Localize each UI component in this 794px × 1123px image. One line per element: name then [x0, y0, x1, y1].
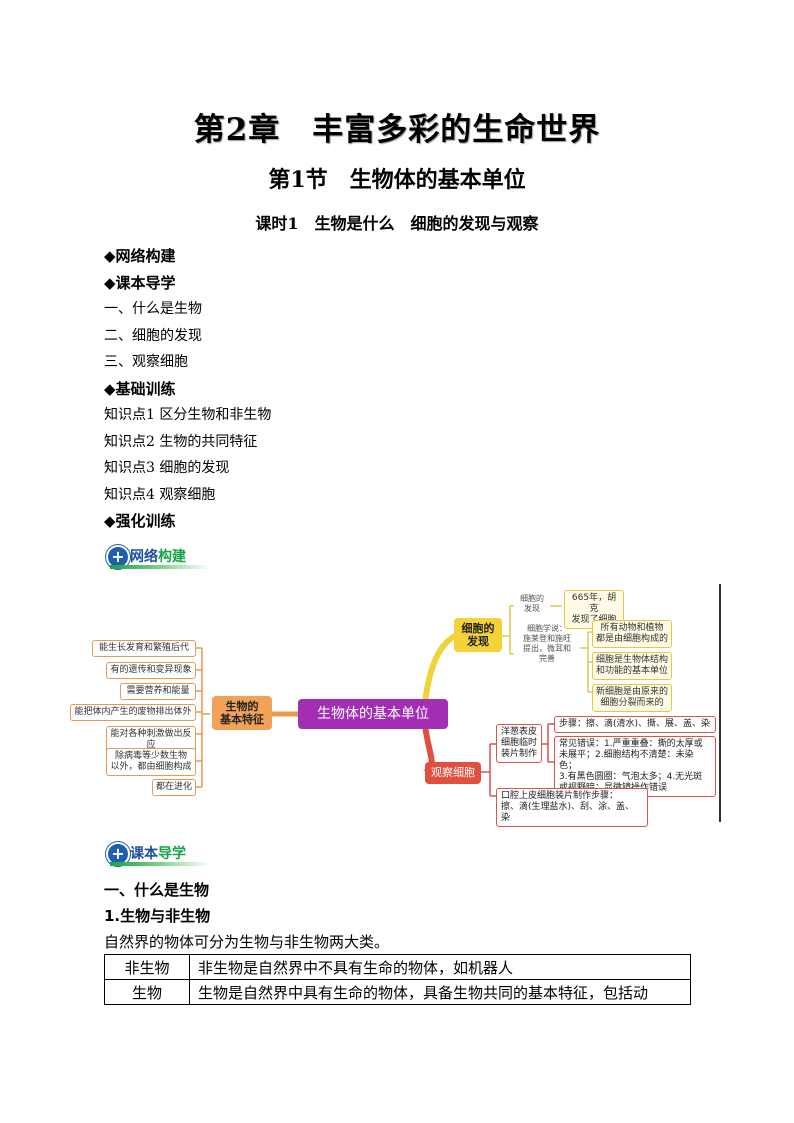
chapter-title: 第2章 丰富多彩的生命世界 — [193, 112, 601, 148]
table-value-cell: 生物是自然界中具有生命的物体，具备生物共同的基本特征，包括动 — [189, 979, 691, 1005]
cell-theory-leaf: 新细胞是由原来的 细胞分裂而来的 — [592, 684, 672, 712]
vertical-rule — [719, 584, 721, 822]
toc-item: 知识点1 区分生物和非生物 — [104, 407, 272, 423]
banner-underline — [110, 565, 210, 569]
center-node: 生物体的基本单位 — [298, 699, 448, 729]
banner-underline — [110, 862, 210, 866]
subsection-heading: 1.生物与非生物 — [104, 907, 211, 925]
observe-node: 观察细胞 — [425, 762, 481, 784]
toc-item: 三、观察细胞 — [104, 354, 188, 370]
characteristic-leaf: 除病毒等少数生物 以外，都由细胞构成 — [106, 748, 196, 776]
table-key-cell: 非生物 — [104, 954, 190, 980]
table-value-cell: 非生物是自然界中不具有生命的物体，如机器人 — [189, 954, 691, 980]
cell-theory-leaf: 细胞是生物体结构 和功能的基本单位 — [592, 652, 672, 680]
discovery-node: 细胞的 发现 — [454, 618, 502, 652]
characteristic-leaf: 都在进化 — [152, 779, 196, 796]
guide-banner: + 课本导学 — [104, 840, 214, 868]
section-heading: 一、什么是生物 — [104, 881, 210, 899]
common-errors: 常见错误：1.严重重叠：撕的太厚或 未展平；2.细胞结构不清楚：未染色； 3.有… — [554, 736, 716, 797]
cheek-cell-steps: 口腔上皮细胞装片制作步骤： 擦、滴(生理盐水)、刮、涂、盖、染 — [496, 788, 648, 827]
table-key-cell: 生物 — [104, 979, 190, 1005]
mind-map-connectors — [196, 605, 592, 797]
characteristics-node: 生物的 基本特征 — [212, 696, 272, 730]
table-row: 非生物非生物是自然界中不具有生命的物体，如机器人 — [104, 954, 691, 980]
banner-label-highlight: 构建 — [158, 549, 186, 565]
banner-label: 课本 — [130, 846, 158, 862]
table-row: 生物生物是自然界中具有生命的物体，具备生物共同的基本特征，包括动 — [104, 979, 691, 1005]
characteristic-leaf: 有的遗传和变异现象 — [106, 662, 196, 679]
toc-item: 知识点3 细胞的发现 — [104, 460, 230, 476]
onion-steps: 步骤：擦、滴(清水)、撕、展、盖、染 — [554, 716, 716, 733]
mind-map: 能生长发育和繁殖后代有的遗传和变异现象需要营养和能量能把体内产生的废物排出体外能… — [70, 584, 722, 827]
toc-item: ◆网络构建 — [104, 247, 176, 265]
network-banner: + 网络构建 — [104, 543, 214, 571]
toc-item: 知识点4 观察细胞 — [104, 486, 216, 503]
intro-text: 自然界的物体可分为生物与非生物两大类。 — [104, 933, 390, 951]
section-title: 第1节 生物体的基本单位 — [268, 167, 526, 193]
toc-item: ◆强化训练 — [104, 512, 176, 530]
onion-leaf: 洋葱表皮 细胞临时 装片制作 — [496, 724, 542, 763]
banner-label: 网络 — [130, 549, 158, 565]
characteristic-leaf: 能把体内产生的废物排出体外 — [70, 704, 196, 721]
characteristic-leaf: 需要营养和能量 — [120, 683, 196, 700]
comparison-table: 非生物非生物是自然界中不具有生命的物体，如机器人生物生物是自然界中具有生命的物体… — [104, 954, 691, 1005]
toc-item: 一、什么是生物 — [104, 301, 202, 317]
banner-label-highlight: 导学 — [158, 846, 186, 862]
discovery-sub-label: 细胞的 发现 — [520, 594, 544, 613]
toc-item: 二、细胞的发现 — [104, 327, 202, 344]
cell-theory-label: 细胞学说： 施莱登和施旺 提出，微耳和 完善 — [523, 624, 571, 663]
characteristic-leaf: 能生长发育和繁殖后代 — [92, 640, 196, 657]
toc-item: ◆基础训练 — [104, 379, 176, 398]
cell-theory-leaf: 所有动物和植物 都是由细胞构成的 — [592, 620, 672, 648]
toc-item: ◆课本导学 — [104, 273, 176, 292]
toc-item: 知识点2 生物的共同特征 — [104, 433, 258, 450]
lesson-title: 课时1 生物是什么 细胞的发现与观察 — [255, 214, 539, 233]
